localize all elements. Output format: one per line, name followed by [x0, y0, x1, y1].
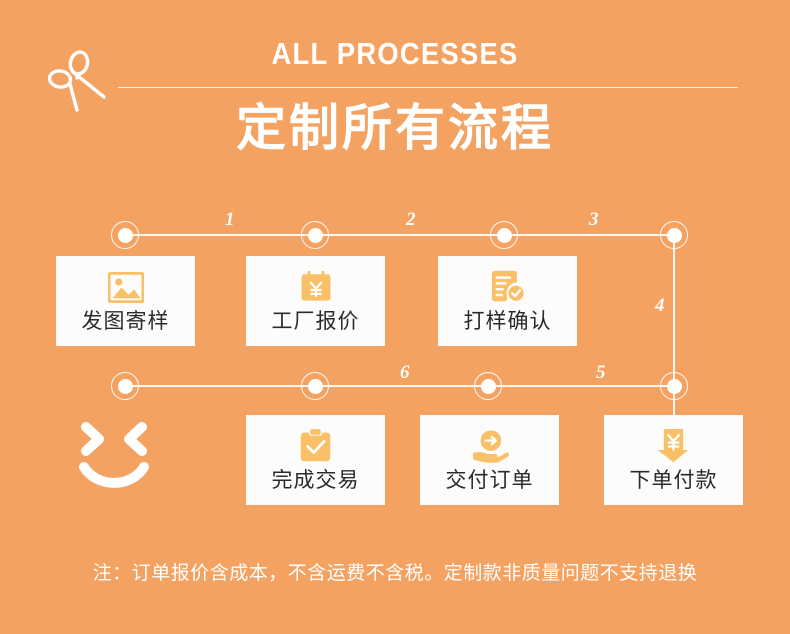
step-card-2[interactable]: 工厂报价 — [246, 256, 385, 346]
page-title-english: ALL PROCESSES — [271, 36, 519, 71]
flow-node-bottom-4 — [660, 372, 688, 400]
step-card-5[interactable]: 交付订单 — [420, 415, 559, 505]
hand-arrow-icon — [470, 427, 510, 465]
step-number-1: 1 — [225, 209, 235, 230]
flow-track-bottom — [125, 385, 675, 387]
step-card-1-label: 发图寄样 — [81, 310, 170, 333]
smiley-face-icon — [68, 415, 168, 510]
yuan-calendar-icon — [296, 268, 336, 306]
clipboard-check-icon — [296, 427, 336, 465]
step-number-2: 2 — [406, 209, 416, 230]
flow-node-bottom-3 — [474, 372, 502, 400]
step-number-6: 6 — [400, 362, 410, 383]
step-card-4-label: 下单付款 — [629, 469, 718, 492]
flow-node-bottom-2 — [301, 372, 329, 400]
flow-node-top-2 — [301, 221, 329, 249]
flow-node-bottom-1 — [111, 372, 139, 400]
step-card-5-label: 交付订单 — [445, 469, 534, 492]
scissors-icon — [46, 48, 110, 118]
document-check-icon — [488, 268, 528, 306]
page-title-chinese: 定制所有流程 — [236, 100, 554, 156]
step-number-4: 4 — [655, 295, 665, 316]
flow-node-top-1 — [111, 221, 139, 249]
step-card-4[interactable]: 下单付款 — [604, 415, 743, 505]
flow-track-right-vertical — [673, 234, 675, 386]
footer-note: 注：订单报价含成本，不含运费不含税。定制款非质量问题不支持退换 — [92, 563, 698, 584]
image-icon — [106, 268, 146, 306]
step-card-3[interactable]: 打样确认 — [438, 256, 577, 346]
title-divider — [118, 87, 738, 88]
step-number-5: 5 — [596, 362, 606, 383]
step-card-3-label: 打样确认 — [463, 310, 552, 333]
flow-node-top-4 — [660, 221, 688, 249]
step-card-6[interactable]: 完成交易 — [246, 415, 385, 505]
step-card-2-label: 工厂报价 — [271, 310, 360, 333]
flow-drop-to-card-4 — [673, 385, 675, 415]
yuan-down-arrow-icon — [654, 427, 694, 465]
step-card-6-label: 完成交易 — [271, 469, 360, 492]
flow-track-top — [125, 234, 675, 236]
step-card-1[interactable]: 发图寄样 — [56, 256, 195, 346]
step-number-3: 3 — [589, 209, 599, 230]
flow-node-top-3 — [490, 221, 518, 249]
